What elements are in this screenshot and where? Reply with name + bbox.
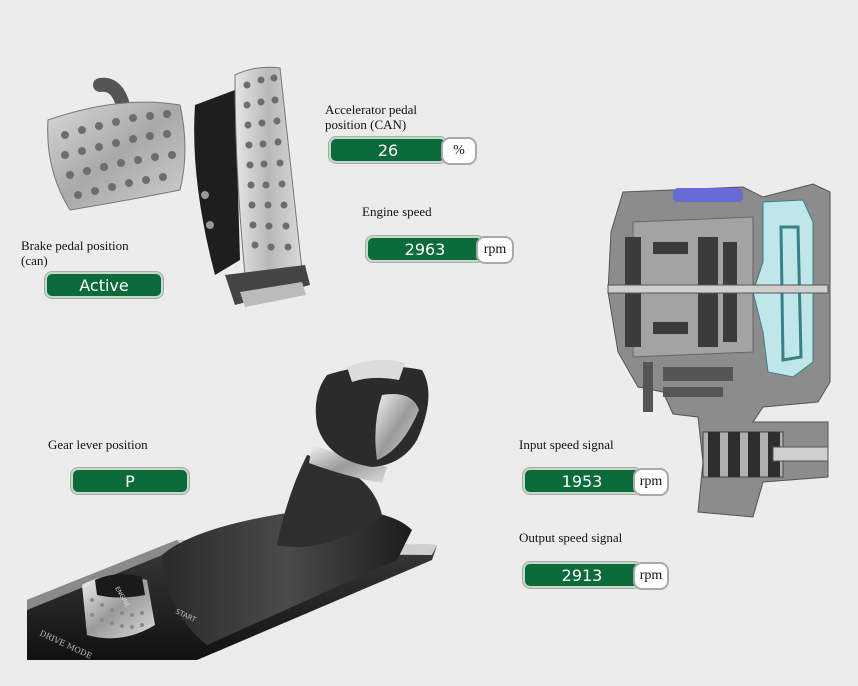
output-speed-unit: rpm	[633, 562, 669, 590]
gear-lever-illustration: ENGINE START DRIVE MODE	[27, 359, 437, 661]
output-speed-value: 2913	[523, 562, 641, 588]
engine-speed-value: 2963	[366, 236, 484, 262]
accelerator-pedal-unit: %	[441, 137, 477, 165]
accelerator-pedal-value: 26	[329, 137, 447, 163]
engine-speed-unit: rpm	[476, 236, 514, 264]
gear-lever-value: P	[71, 468, 189, 494]
engine-speed-label: Engine speed	[362, 204, 432, 219]
input-speed-value: 1953	[523, 468, 641, 494]
brake-pedal-label: Brake pedal position (can)	[21, 238, 129, 268]
output-speed-label: Output speed signal	[519, 530, 623, 545]
transmission-illustration	[607, 183, 831, 518]
input-speed-label: Input speed signal	[519, 437, 614, 452]
pedals-illustration	[47, 66, 310, 307]
brake-pedal-value: Active	[45, 272, 163, 298]
brake-pad-studs	[61, 110, 176, 199]
accelerator-pad-studs	[243, 74, 292, 251]
accelerator-pedal-label: Accelerator pedal position (CAN)	[325, 102, 418, 132]
input-speed-unit: rpm	[633, 468, 669, 496]
gear-lever-label: Gear lever position	[48, 437, 148, 452]
